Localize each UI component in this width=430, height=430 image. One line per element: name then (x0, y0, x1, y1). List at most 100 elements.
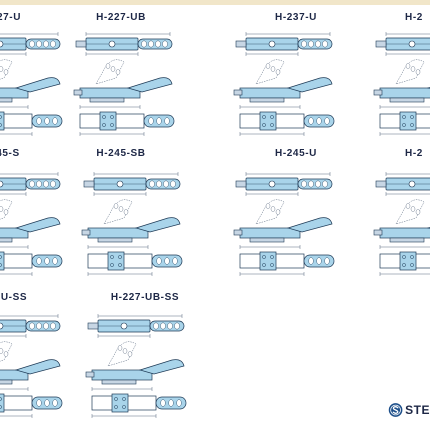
top-border (0, 0, 430, 5)
ghost-grip-ridge (113, 203, 119, 209)
ghost-grip-ridge (275, 209, 281, 215)
pivot-pin (408, 40, 416, 48)
side-handle (14, 359, 61, 375)
mount-flange (0, 251, 5, 271)
model-title-1: 27-U (0, 12, 22, 23)
mount-hole (122, 405, 126, 409)
brand-name: STE (405, 403, 430, 417)
ghost-grip-ridge (105, 63, 111, 69)
mount-hole (102, 115, 106, 119)
side-body (239, 227, 301, 239)
mount-hole (270, 115, 274, 119)
bottom-body (0, 395, 33, 411)
grip-ridge (155, 40, 161, 48)
ghost-grip-ridge (0, 348, 4, 354)
bottom-grip-ridge (36, 399, 42, 407)
plunger (375, 180, 387, 188)
side-body (0, 369, 29, 381)
mount-flange (259, 251, 277, 271)
model-title-10: H-227-UB-SS (110, 292, 180, 303)
side-body (91, 369, 153, 381)
grip-ridge (315, 40, 321, 48)
bottom-grip-ridge (52, 117, 58, 125)
mount-hole (110, 263, 114, 267)
base-plate (389, 237, 425, 243)
side-body (0, 87, 29, 99)
mount-hole (262, 115, 266, 119)
side-plunger (81, 229, 91, 236)
pivot-pin (0, 322, 4, 330)
grip-ridge (156, 180, 162, 188)
ghost-grip-ridge (405, 63, 411, 69)
mount-hole (402, 123, 406, 127)
side-handle (134, 217, 181, 233)
model-title-9: -U-SS (0, 292, 28, 303)
grip-ridge (43, 180, 49, 188)
mount-hole (262, 263, 266, 267)
bottom-grip-ridge (36, 257, 42, 265)
model-title-4: H-2 (405, 12, 423, 23)
grip-ridge (43, 322, 49, 330)
side-handle (286, 77, 333, 93)
grip-ridge (322, 180, 328, 188)
bottom-grip-ridge (308, 117, 314, 125)
mount-hole (262, 123, 266, 127)
pivot-pin (0, 40, 4, 48)
pivot-pin (408, 180, 416, 188)
bottom-grip-ridge (316, 117, 322, 125)
ghost-grip-ridge (405, 203, 411, 209)
pivot-pin (108, 40, 116, 48)
mount-hole (0, 263, 2, 267)
s-circle-logo-icon (388, 403, 403, 417)
clamp-drawing-6 (81, 172, 183, 276)
bottom-body (0, 113, 33, 129)
pivot-pin (268, 180, 276, 188)
clamp-drawing-3 (233, 32, 335, 136)
side-handle (286, 217, 333, 233)
plunger (235, 180, 247, 188)
grip-ridge (170, 180, 176, 188)
mount-hole (0, 397, 2, 401)
grip-ridge (36, 40, 42, 48)
ghost-grip-ridge (0, 206, 4, 212)
grip-ridge (29, 322, 35, 330)
pivot-pin (268, 40, 276, 48)
mount-hole (110, 123, 114, 127)
plunger (75, 40, 87, 48)
ghost-grip-ridge (122, 348, 128, 354)
mount-hole (0, 255, 2, 259)
base-plate (389, 97, 425, 103)
mount-hole (402, 115, 406, 119)
model-title-6: H-245-SB (96, 148, 146, 159)
grip-ridge (174, 322, 180, 330)
bottom-grip-ridge (44, 399, 50, 407)
bottom-grip-ridge (168, 399, 174, 407)
bottom-grip-ridge (156, 257, 162, 265)
bottom-grip-ridge (324, 117, 330, 125)
pivot-pin (116, 180, 124, 188)
ghost-grip-ridge (270, 206, 276, 212)
base-plate (0, 237, 13, 243)
base-plate (101, 379, 137, 385)
mount-flange (111, 393, 129, 413)
ghost-grip-ridge (115, 69, 121, 75)
ghost-grip-ridge (117, 345, 123, 351)
ghost-grip-ridge (415, 209, 421, 215)
clamp-drawing-9 (0, 314, 63, 418)
grip-ridge (148, 40, 154, 48)
mount-flange (259, 111, 277, 131)
ghost-grip-ridge (275, 69, 281, 75)
mount-hole (0, 405, 2, 409)
bottom-grip-ridge (316, 257, 322, 265)
grip-ridge (141, 40, 147, 48)
ghost-grip-ridge (110, 66, 116, 72)
ghost-grip-ridge (127, 351, 133, 357)
mount-hole (410, 115, 414, 119)
mount-hole (0, 115, 2, 119)
grip-ridge (29, 40, 35, 48)
grip-ridge (36, 322, 42, 330)
mount-hole (0, 123, 2, 127)
mount-hole (114, 405, 118, 409)
plunger (87, 322, 99, 330)
mount-flange (107, 251, 125, 271)
